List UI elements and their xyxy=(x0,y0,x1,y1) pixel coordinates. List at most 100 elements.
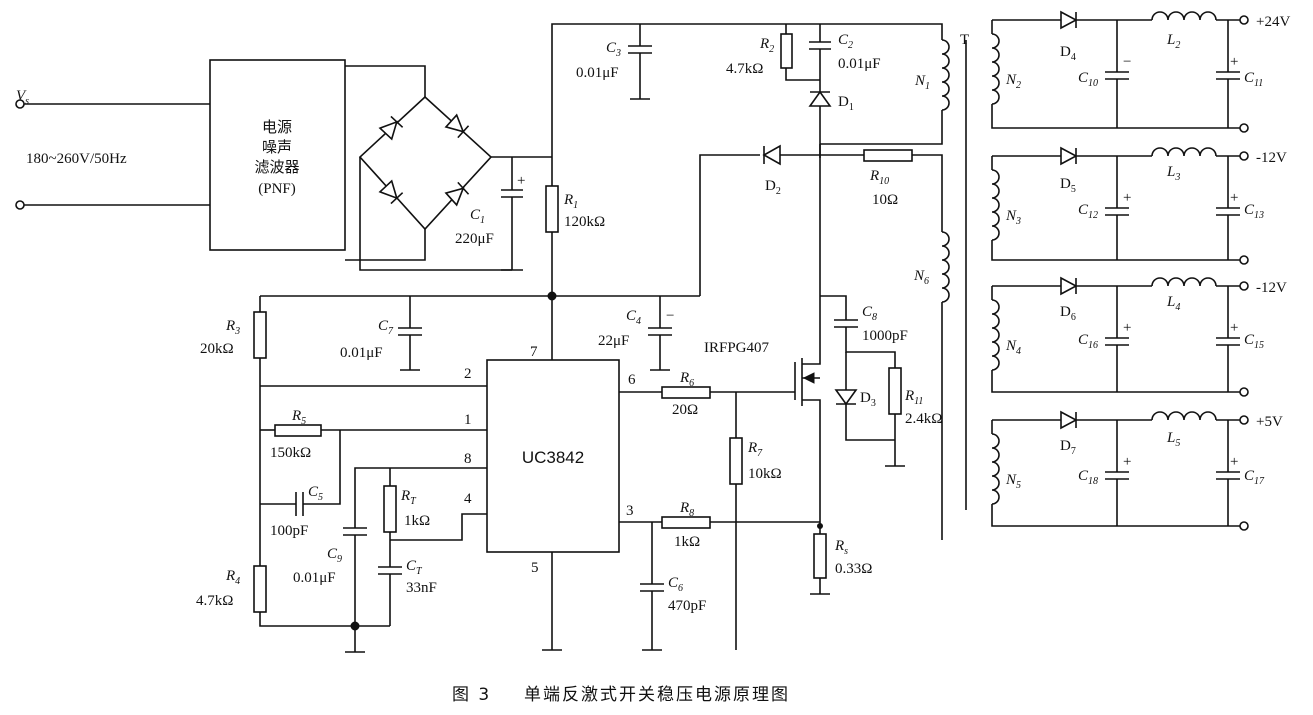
output-stage-1: −+ N2 D4 L2 C10 C11 +24V xyxy=(991,10,1290,133)
ca-name: C12 xyxy=(1078,202,1098,221)
r6-value: 20Ω xyxy=(672,402,698,418)
resistor-r2 xyxy=(780,33,793,69)
c8-value: 1000pF xyxy=(862,328,908,344)
pin-8: 8 xyxy=(464,451,472,467)
output-voltage: -12V xyxy=(1256,280,1287,296)
vs-label: Vs xyxy=(16,88,29,107)
pin-4: 4 xyxy=(464,491,472,507)
r4-name: R4 xyxy=(225,568,240,587)
bridge-diode-1 xyxy=(378,115,404,141)
c7-name: C7 xyxy=(378,318,394,337)
r10-name: R10 xyxy=(869,168,889,187)
cb-name: C13 xyxy=(1244,202,1264,221)
c5-name: C5 xyxy=(308,484,323,503)
input-terminal-1 xyxy=(15,99,25,109)
r7-name: R7 xyxy=(747,440,763,459)
transformer-label: T xyxy=(960,32,969,48)
svg-text:−: − xyxy=(666,308,674,324)
pnf-line1: 电源 xyxy=(262,118,292,136)
c6-value: 470pF xyxy=(668,598,706,614)
svg-text:+: + xyxy=(1123,320,1131,336)
bridge-diode-3 xyxy=(378,179,404,205)
c2-name: C2 xyxy=(838,32,853,51)
svg-text:+: + xyxy=(517,173,525,189)
resistor-r6 xyxy=(661,386,711,399)
svg-text:+: + xyxy=(1230,320,1238,336)
ca-name: C18 xyxy=(1078,468,1098,487)
c4-name: C4 xyxy=(626,308,641,327)
c7-value: 0.01μF xyxy=(340,345,383,361)
input-section: Vs 180~260V/50Hz xyxy=(15,88,210,210)
r6-name: R6 xyxy=(679,370,694,389)
r7-value: 10kΩ xyxy=(748,466,782,482)
d-name: D4 xyxy=(1060,44,1076,63)
d-name: D5 xyxy=(1060,176,1076,195)
resistor-r4 xyxy=(253,565,267,613)
r3-value: 20kΩ xyxy=(200,341,234,357)
ic-name: UC3842 xyxy=(522,448,584,467)
r2-value: 4.7kΩ xyxy=(726,61,763,77)
svg-text:+: + xyxy=(1230,54,1238,70)
r11-value: 2.4kΩ xyxy=(905,411,942,427)
current-sense: R8 1kΩ C6 470pF Rs 0.33Ω xyxy=(619,500,872,651)
vcc-node: C7 0.01μF − C4 22μF R3 20kΩ xyxy=(200,291,700,566)
c1-value: 220μF xyxy=(455,231,494,247)
c5-value: 100pF xyxy=(270,523,308,539)
bridge-diode-4 xyxy=(444,181,470,207)
figure-caption: 单端反激式开关稳压电源原理图 xyxy=(524,685,790,705)
rs-name: Rs xyxy=(834,538,848,557)
pin-1: 1 xyxy=(464,412,472,428)
ca-name: C16 xyxy=(1078,332,1098,351)
gate-drive: R6 20Ω R7 10kΩ xyxy=(619,370,795,650)
cb-name: C11 xyxy=(1244,70,1263,89)
output-voltage: +5V xyxy=(1256,414,1283,430)
n6-name: N6 xyxy=(913,268,929,287)
c8-name: C8 xyxy=(862,304,877,323)
c1-name: C1 xyxy=(470,207,485,226)
pin-3: 3 xyxy=(626,503,634,519)
pin-7: 7 xyxy=(530,344,538,360)
n-name: N2 xyxy=(1005,72,1021,91)
resistor-r5 xyxy=(274,424,322,437)
bridge-diode-2 xyxy=(444,113,470,139)
svg-text:−: − xyxy=(1123,54,1131,70)
pin-5: 5 xyxy=(531,560,539,576)
resistor-r3 xyxy=(253,311,267,359)
l-name: L2 xyxy=(1166,32,1180,51)
n1-name: N1 xyxy=(914,73,930,92)
c2-value: 0.01μF xyxy=(838,56,881,72)
output-stage-4: ++ N5 D7 L5 C18 C17 +5V xyxy=(991,410,1283,531)
aux-supply: D2 R10 10Ω N6 xyxy=(699,144,950,540)
cb-name: C15 xyxy=(1244,332,1264,351)
r8-value: 1kΩ xyxy=(674,534,700,550)
pnf-filter: 电源 噪声 滤波器 (PNF) xyxy=(209,59,346,251)
svg-text:+: + xyxy=(1123,190,1131,206)
d2-name: D2 xyxy=(765,178,781,197)
svg-text:+: + xyxy=(1230,454,1238,470)
input-terminal-2 xyxy=(15,200,25,210)
r1-value: 120kΩ xyxy=(564,214,605,230)
c3-name: C3 xyxy=(606,40,621,59)
pin-2: 2 xyxy=(464,366,472,382)
d-name: D6 xyxy=(1060,304,1076,323)
bridge-rectifier xyxy=(345,65,552,271)
l-name: L3 xyxy=(1166,164,1180,183)
output-voltage: +24V xyxy=(1256,14,1290,30)
n-name: N4 xyxy=(1005,338,1021,357)
pnf-line3: 滤波器 xyxy=(254,158,299,176)
n-name: N3 xyxy=(1005,208,1021,227)
resistor-rt xyxy=(383,485,397,533)
resistor-r10 xyxy=(863,149,913,162)
input-voltage-label: 180~260V/50Hz xyxy=(26,151,127,167)
mosfet-irfpg407: IRFPG407 xyxy=(704,144,821,526)
r11-name: R11 xyxy=(904,388,923,407)
r3-name: R3 xyxy=(225,318,240,337)
resistor-r11 xyxy=(888,367,902,415)
c6-name: C6 xyxy=(668,575,683,594)
l-name: L4 xyxy=(1166,294,1180,313)
c3-value: 0.01μF xyxy=(576,65,619,81)
output-stage-2: ++ N3 D5 L3 C12 C13 -12V xyxy=(991,146,1287,265)
n-name: N5 xyxy=(1005,472,1021,491)
c4-value: 22μF xyxy=(598,333,629,349)
